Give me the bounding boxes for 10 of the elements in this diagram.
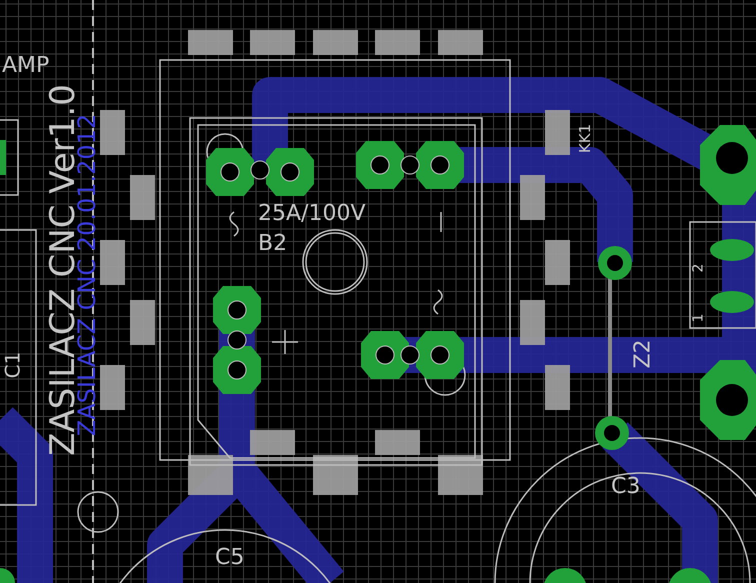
component-label: B2 [258,233,288,255]
component-value: 25A/100V [258,203,366,225]
component-label: Z2 [632,339,654,369]
component-label: KK1 [578,123,593,153]
pin-number: 2 [690,264,705,272]
component-label: AMP [2,55,50,77]
component-label: C5 [215,547,244,569]
pin-number: 1 [690,314,705,322]
component-label: C3 [611,476,640,498]
component-label: C1 [2,352,22,378]
